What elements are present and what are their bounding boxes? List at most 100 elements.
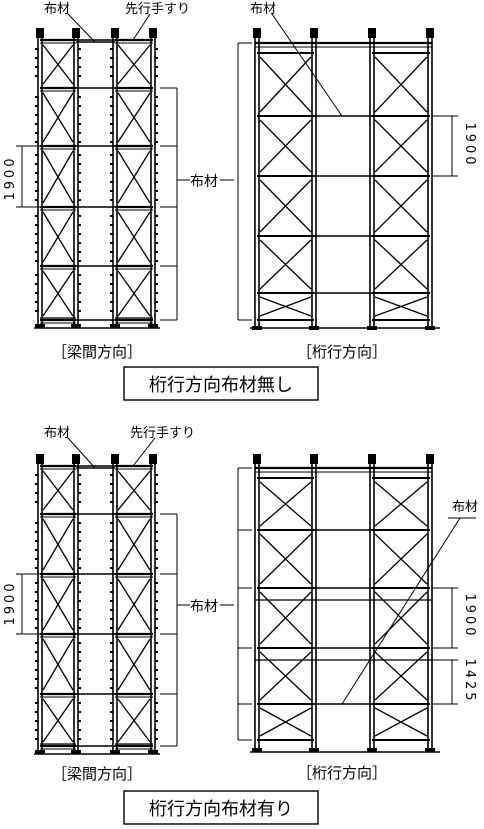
top-right-dim-value: 1900 xyxy=(462,122,477,167)
top-left-frame-left-post-tick xyxy=(35,215,38,217)
bottom-left-frame-left-post-tick xyxy=(35,582,38,584)
bottom-right-post-cap xyxy=(368,454,376,464)
bottom-left-frame-left-post-tick xyxy=(35,558,38,560)
bottom-left-frame-right-post-tick xyxy=(155,711,158,713)
bottom-left-frame-left-post-tick xyxy=(35,729,38,731)
bottom-left-frame-left-post-tick xyxy=(35,642,38,644)
top-left-frame-right-post-tick xyxy=(110,172,113,174)
top-left-frame-right-post-tick xyxy=(110,57,113,59)
top-left-frame-right-post-tick xyxy=(155,105,158,107)
bottom-left-frame-right-post-tick xyxy=(110,660,113,662)
top-left-frame-left-post-tick xyxy=(35,301,38,303)
bottom-left-frame-right-post-tick xyxy=(110,711,113,713)
bottom-left-frame-left-brace xyxy=(42,638,74,691)
top-left-frame-right-post-tick xyxy=(155,141,158,143)
bottom-left-frame-left-post-tick xyxy=(78,522,81,524)
bottom-left-frame-left-post-tick xyxy=(78,711,81,713)
bottom-left-frame-left-post-tick xyxy=(78,669,81,671)
bottom-left-frame-right-post-tick xyxy=(110,531,113,533)
top-left-frame-right-post-tick xyxy=(155,123,158,125)
top-left-frame-left-post-cap xyxy=(72,28,80,38)
top-left-frame-right-post-tick xyxy=(110,310,113,312)
bottom-left-frame-right-post-tick xyxy=(110,627,113,629)
bottom-left-frame-left-post-tick xyxy=(78,558,81,560)
bottom-right-dim-value-upper: 1900 xyxy=(462,593,477,638)
bottom-left-frame-left-post-tick xyxy=(78,567,81,569)
top-left-frame-left-post-tick xyxy=(78,57,81,59)
bottom-left-frame-right-post-tick xyxy=(110,609,113,611)
top-left-frame-left-post-tick xyxy=(35,310,38,312)
top-left-caption: ［梁間方向］ xyxy=(52,343,142,361)
top-left-frame-right-post-tick xyxy=(110,96,113,98)
bottom-left-frame-right-post-tick xyxy=(155,600,158,602)
top-left-frame-right-post-tick xyxy=(155,114,158,116)
top-left-frame-right-post-tick xyxy=(110,292,113,294)
top-left-frame-right-post-tick xyxy=(155,75,158,77)
top-left-frame-right-post-tick xyxy=(110,199,113,201)
top-right-brace xyxy=(374,56,428,113)
top-left-frame-left-post-tick xyxy=(78,199,81,201)
top-right-brace xyxy=(374,179,428,233)
bottom-left-frame-right-post-tick xyxy=(155,702,158,704)
top-left-frame-right-post-tick xyxy=(110,190,113,192)
top-left-frame-left-post-tick xyxy=(78,123,81,125)
top-left-frame-left-post-tick xyxy=(78,292,81,294)
bottom-left-frame-left-post-tick xyxy=(78,582,81,584)
bottom-left-frame-right-post-cap xyxy=(111,454,119,464)
bottom-left-caption: ［梁間方向］ xyxy=(52,765,142,783)
top-left-dim-value: 1900 xyxy=(3,155,18,200)
bottom-left-frame-left-post-tick xyxy=(78,702,81,704)
top-right-brace xyxy=(259,56,312,113)
top-left-handrail-leader xyxy=(132,13,151,41)
top-left-frame-right-post-tick xyxy=(155,251,158,253)
top-left-frame-left-post-tick xyxy=(78,48,81,50)
top-left-frame-left-post-tick xyxy=(35,199,38,201)
bottom-left-frame-left-post-tick xyxy=(78,660,81,662)
top-left-frame-left-post-tick xyxy=(35,181,38,183)
top-left-frame-right-post-tick xyxy=(110,224,113,226)
top-left-frame-right-post-tick xyxy=(155,154,158,156)
top-left-frame-right-post-tick xyxy=(110,181,113,183)
bottom-left-frame-right-post-tick xyxy=(155,591,158,593)
bottom-left-frame-right-post-tick xyxy=(110,642,113,644)
top-left-frame-left-post-tick xyxy=(35,48,38,50)
top-left-frame-right-post-tick xyxy=(155,274,158,276)
bottom-left-frame-left-post-tick xyxy=(35,600,38,602)
top-left-frame-left-post-tick xyxy=(35,114,38,116)
bottom-left-frame-left-post-tick xyxy=(78,618,81,620)
bottom-left-frame-right-base-plate xyxy=(148,750,158,754)
top-left-frame-right-post-tick xyxy=(155,260,158,262)
bottom-right-post-cap xyxy=(310,454,318,464)
top-left-frame-right-post-tick xyxy=(110,105,113,107)
top-left-frame-right-base-plate xyxy=(148,324,158,328)
top-left-frame-left-post-tick xyxy=(35,75,38,77)
top-left-frame-right-post-cap xyxy=(149,28,157,38)
bottom-left-frame-right-post-tick xyxy=(110,651,113,653)
bottom-left-frame-left-brace xyxy=(42,578,74,631)
top-left-frame-left-post-tick xyxy=(78,163,81,165)
bottom-left-frame-right-post-tick xyxy=(110,729,113,731)
top-left-frame-left-brace xyxy=(42,270,74,317)
top-left-frame-left-post-tick xyxy=(78,154,81,156)
top-left-frame-right-post-tick xyxy=(155,96,158,98)
top-left-frame-right-post-tick xyxy=(110,75,113,77)
bottom-left-frame-right-post-tick xyxy=(110,522,113,524)
bottom-right-post-cap xyxy=(253,454,261,464)
top-left-frame-left-post-tick xyxy=(35,66,38,68)
top-left-frame-right-post-tick xyxy=(110,163,113,165)
top-left-frame-left-post-tick xyxy=(78,233,81,235)
top-left-frame-left-base-plate xyxy=(35,324,45,328)
top-right-brace xyxy=(374,296,428,317)
top-left-frame-left-post-tick xyxy=(35,123,38,125)
bottom-left-frame-right-post-tick xyxy=(155,627,158,629)
bottom-right-post-cap xyxy=(426,454,434,464)
top-left-frame-left-post-tick xyxy=(35,132,38,134)
bottom-left-frame-right-brace xyxy=(117,638,151,691)
top-left-frame-left-post-tick xyxy=(78,301,81,303)
bottom-left-frame-right-brace xyxy=(117,470,151,511)
top-right-brace xyxy=(259,179,312,233)
top-left-frame-right-brace xyxy=(117,92,151,143)
bottom-left-frame-left-post-tick xyxy=(35,609,38,611)
top-left-frame-left-post-tick xyxy=(35,292,38,294)
